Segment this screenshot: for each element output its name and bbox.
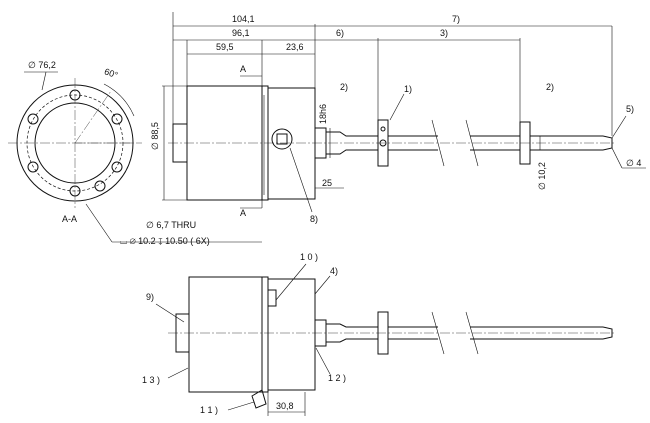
bolt-hole [111, 161, 123, 173]
callout-9: 9) [146, 292, 154, 302]
leader-11 [227, 401, 255, 411]
dim-18h6: 18h6 [318, 104, 328, 124]
connector-slot [268, 289, 277, 307]
dim-59-5: 59,5 [216, 42, 234, 52]
body-front [268, 87, 316, 200]
flange-angle-line-a [74, 90, 112, 144]
callout-8: 8) [310, 214, 318, 224]
dim-angle: 60° [103, 66, 120, 80]
mount-collar-bottom [377, 311, 389, 355]
callout-13: 1 3 ) [142, 375, 160, 385]
angle-arc [103, 83, 135, 117]
section-label-aa: A-A [62, 214, 77, 224]
leader-5 [611, 115, 627, 139]
callout-11: 1 1 ) [200, 405, 218, 415]
bolt-hole [111, 113, 123, 125]
front-nose-bottom [315, 319, 327, 347]
flange-view: ∅ 76,2 60° A-A ∅ 6,7 THRU ⌴ ∅ 10.2 ↧ 10.… [8, 60, 262, 246]
note-thru: ∅ 6,7 THRU [146, 220, 196, 230]
sensor-body-bottom [188, 276, 263, 393]
leader-9 [155, 303, 185, 323]
body-groove-bottom [262, 276, 269, 393]
bolt-hole [27, 113, 39, 125]
leader-1 [389, 93, 405, 121]
front-nose [315, 127, 327, 159]
probe-tip [602, 135, 613, 151]
connector-hole [94, 180, 106, 192]
callout-2b: 2) [546, 82, 554, 92]
body-front-bottom [268, 278, 316, 391]
leader-13 [167, 367, 189, 379]
dim-88-5: ∅ 88,5 [150, 122, 160, 150]
dim-10-2: ∅ 10,2 [537, 162, 547, 190]
dim-25: 25 [322, 178, 332, 188]
port-square [276, 133, 288, 145]
leader-8 [289, 147, 313, 213]
break-line [431, 119, 445, 167]
leader-cbore [85, 203, 113, 243]
mount-collar-2 [519, 121, 531, 165]
break-line [465, 311, 479, 355]
break-line [431, 311, 445, 355]
leader-10 [275, 263, 307, 301]
leader-12 [315, 347, 331, 375]
callout-1: 1) [404, 84, 412, 94]
bottom-tab [251, 389, 267, 409]
bolt-hole [69, 89, 81, 101]
bottom-side-view: 1 0 ) 4) 9) 1 3 ) 1 2 ) 1 1 ) 30,8 [142, 252, 614, 416]
dim-4: ∅ 4 [626, 158, 641, 168]
collar-hole [380, 126, 386, 132]
probe-tip-bottom [602, 326, 613, 340]
break-line [465, 119, 479, 167]
leader-flange-diameter-tip [41, 71, 47, 91]
section-marker-bottom: A [240, 208, 246, 218]
callout-2a: 2) [340, 82, 348, 92]
bolt-holes [27, 89, 123, 197]
callout-12: 1 2 ) [328, 373, 346, 383]
body-groove [262, 85, 269, 201]
callout-6: 6) [336, 28, 344, 38]
leader-4b [314, 275, 331, 295]
section-marker-top: A [240, 64, 246, 74]
top-side-view: A A 104,1 7) 96,1 6) 3) 59,5 23,6 ∅ 88,5… [150, 12, 646, 224]
bolt-hole [69, 185, 81, 197]
note-counterbore: ⌴ ∅ 10.2 ↧ 10.50 ( 6X) [120, 236, 210, 246]
callout-10: 1 0 ) [300, 252, 318, 262]
dim-96-1: 96,1 [232, 28, 250, 38]
collar-hole [379, 139, 387, 147]
leader-4 [611, 147, 623, 169]
pressure-port [271, 128, 293, 150]
dim-30-8: 30,8 [276, 401, 294, 411]
dim-104-1: 104,1 [232, 14, 255, 24]
callout-4: 4) [330, 266, 338, 276]
callout-5: 5) [626, 104, 634, 114]
mount-collar [377, 119, 389, 167]
callout-3: 3) [440, 28, 448, 38]
dim-flange-diameter: ∅ 76,2 [28, 60, 56, 70]
bolt-hole [27, 161, 39, 173]
dim-23-6: 23,6 [286, 42, 304, 52]
callout-7: 7) [452, 14, 460, 24]
